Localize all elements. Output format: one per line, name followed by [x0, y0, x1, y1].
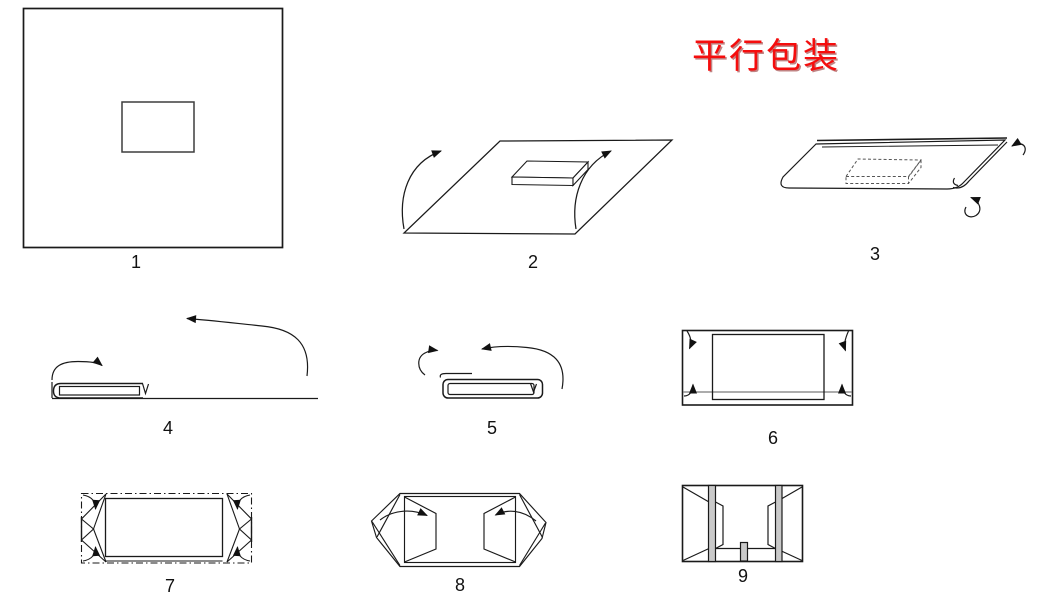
- step-8-diagram: [370, 492, 547, 568]
- right-flap: [483, 496, 516, 563]
- paper-top-edge: [816, 137, 1008, 142]
- fold-arrow-icon: [494, 507, 537, 522]
- step-6-label: 6: [767, 428, 779, 448]
- band-left: [707, 484, 717, 563]
- step-2-diagram: [401, 139, 674, 235]
- paper-tab: [439, 372, 472, 378]
- step-4-diagram: [51, 315, 318, 400]
- band-right: [774, 484, 783, 563]
- package-outline: [370, 492, 547, 568]
- right-flap-edge: [767, 501, 776, 550]
- step-3-label: 3: [869, 244, 881, 264]
- paper-outline-dashdot: [80, 492, 253, 564]
- box-outline: [121, 101, 195, 153]
- paper-notch: [141, 383, 150, 396]
- fold-arrow-icon: [574, 150, 612, 230]
- wrapped-package: [681, 329, 854, 406]
- step-1-diagram: [22, 7, 284, 249]
- step-8-label: 8: [454, 575, 466, 595]
- corner-fold-arrow-icon: [82, 546, 101, 562]
- box-top: [104, 497, 224, 558]
- step-9-label: 9: [737, 566, 749, 586]
- center-tab: [739, 541, 749, 562]
- step-4-label: 4: [162, 418, 174, 438]
- left-flap: [404, 496, 437, 563]
- box-top: [711, 333, 825, 401]
- hidden-box-dashed: [845, 158, 922, 184]
- box: [510, 160, 590, 187]
- corner-fold-arrow-icon: [82, 494, 101, 510]
- corner-fold-arrow-icon: [686, 330, 697, 350]
- fold-arrow-icon: [51, 356, 103, 381]
- left-end-facets: [376, 494, 401, 538]
- step-9-diagram: [681, 484, 804, 563]
- left-end-fold: [682, 486, 710, 562]
- corner-fold-arrow-icon: [838, 330, 850, 352]
- curl-arrow-icon: [418, 345, 439, 376]
- step-6-diagram: [681, 329, 854, 406]
- fold-arrow-icon: [481, 343, 564, 390]
- page-title: 平行包装: [692, 37, 841, 77]
- right-end-facets: [518, 494, 544, 538]
- corner-fold-arrow-icon: [232, 546, 251, 562]
- corner-fold-arrow-icon: [232, 494, 251, 510]
- fold-arrow-icon: [379, 508, 428, 521]
- step-5-label: 5: [486, 418, 498, 438]
- left-end-facets: [371, 521, 401, 566]
- box-inner: [58, 385, 141, 396]
- step-5-diagram: [418, 343, 564, 399]
- paper-notch: [529, 383, 538, 394]
- corner-fold-arrow-icon: [838, 383, 852, 397]
- curl-arrow-icon: [1011, 137, 1026, 156]
- folded-paper: [780, 139, 1007, 190]
- paper-fold-line: [821, 144, 999, 148]
- left-flap-edge: [715, 501, 724, 550]
- step-1-label: 1: [130, 252, 142, 272]
- right-end-folds: [226, 493, 253, 563]
- step-3-diagram: [780, 137, 1026, 218]
- right-end-facets: [519, 522, 546, 566]
- wrapping-paper: [402, 139, 674, 235]
- step-2-label: 2: [527, 252, 539, 272]
- step-7-label: 7: [164, 576, 176, 596]
- rolled-edge-curl: [952, 177, 959, 187]
- fold-arrow-icon: [186, 315, 309, 377]
- step-7-diagram: [80, 492, 253, 564]
- wrapped-box: [442, 378, 544, 399]
- curl-arrow-icon: [964, 196, 981, 218]
- fold-arrow-icon: [401, 150, 442, 230]
- corner-fold-arrow-icon: [683, 383, 697, 397]
- rolled-edge: [952, 141, 1008, 189]
- left-end-folds: [80, 493, 107, 563]
- box-top: [403, 495, 517, 564]
- wrapped-box: [52, 382, 143, 399]
